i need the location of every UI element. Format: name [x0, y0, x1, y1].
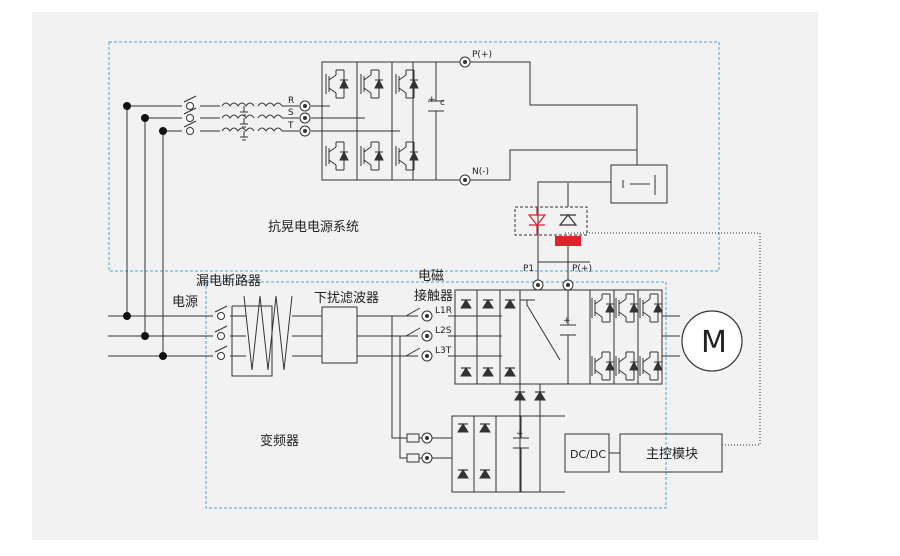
diode-box: [514, 206, 588, 236]
inverter-dashed-box: [205, 281, 667, 509]
motor-symbol: [681, 310, 743, 372]
upper-dashed-box: [108, 41, 720, 272]
upper-cap-plus: +: [428, 95, 436, 105]
p1-label: P1: [523, 264, 534, 274]
red-diode: [527, 207, 547, 235]
n-minus-label: N(-): [472, 167, 489, 177]
l3t-label: L3T: [435, 346, 452, 356]
junction-dots: [123, 102, 167, 360]
upper-igbt-bridge: [325, 69, 419, 171]
dcdc-label: DC/DC: [570, 448, 606, 461]
rectifier-diodes: [457, 299, 546, 479]
p-plus-terminal: [459, 56, 471, 68]
n-minus-terminal: [459, 174, 471, 186]
phase-s-label: S: [288, 108, 294, 118]
p-plus-mid-label: P(+): [572, 264, 592, 274]
contactor-label-2: 接触器: [414, 288, 453, 304]
motor-label: M: [701, 325, 727, 360]
red-resistor: [555, 236, 581, 246]
main-cap-plus: +: [563, 316, 571, 326]
emi-filter-label: 下扰滤波器: [314, 291, 379, 306]
lower-breaker: [214, 305, 228, 360]
upper-breaker: [183, 95, 197, 135]
inverter-label: 变频器: [260, 433, 299, 449]
l-terminals: [421, 310, 433, 464]
p-plus-mid-terminal: [562, 279, 574, 291]
upper-system-label: 抗晃电电源系统: [268, 220, 359, 235]
upper-cap-label: c: [440, 98, 445, 108]
l1r-label: L1R: [435, 306, 452, 316]
black-diode: [558, 214, 578, 226]
leakage-breaker-label: 漏电断路器: [196, 273, 261, 289]
p-plus-top-label: P(+): [472, 50, 492, 60]
lower-cap-plus: +: [516, 429, 524, 439]
p1-terminal: [532, 279, 544, 291]
power-source-label: 电源: [172, 295, 198, 310]
rst-terminals: [299, 100, 311, 137]
contactor-label-1: 电磁: [418, 269, 444, 284]
phase-r-label: R: [288, 96, 294, 106]
l2s-label: L2S: [435, 326, 452, 336]
phase-t-label: T: [287, 121, 294, 131]
lower-igbt-bridge: [591, 293, 663, 381]
control-module-label: 主控模块: [646, 447, 698, 462]
